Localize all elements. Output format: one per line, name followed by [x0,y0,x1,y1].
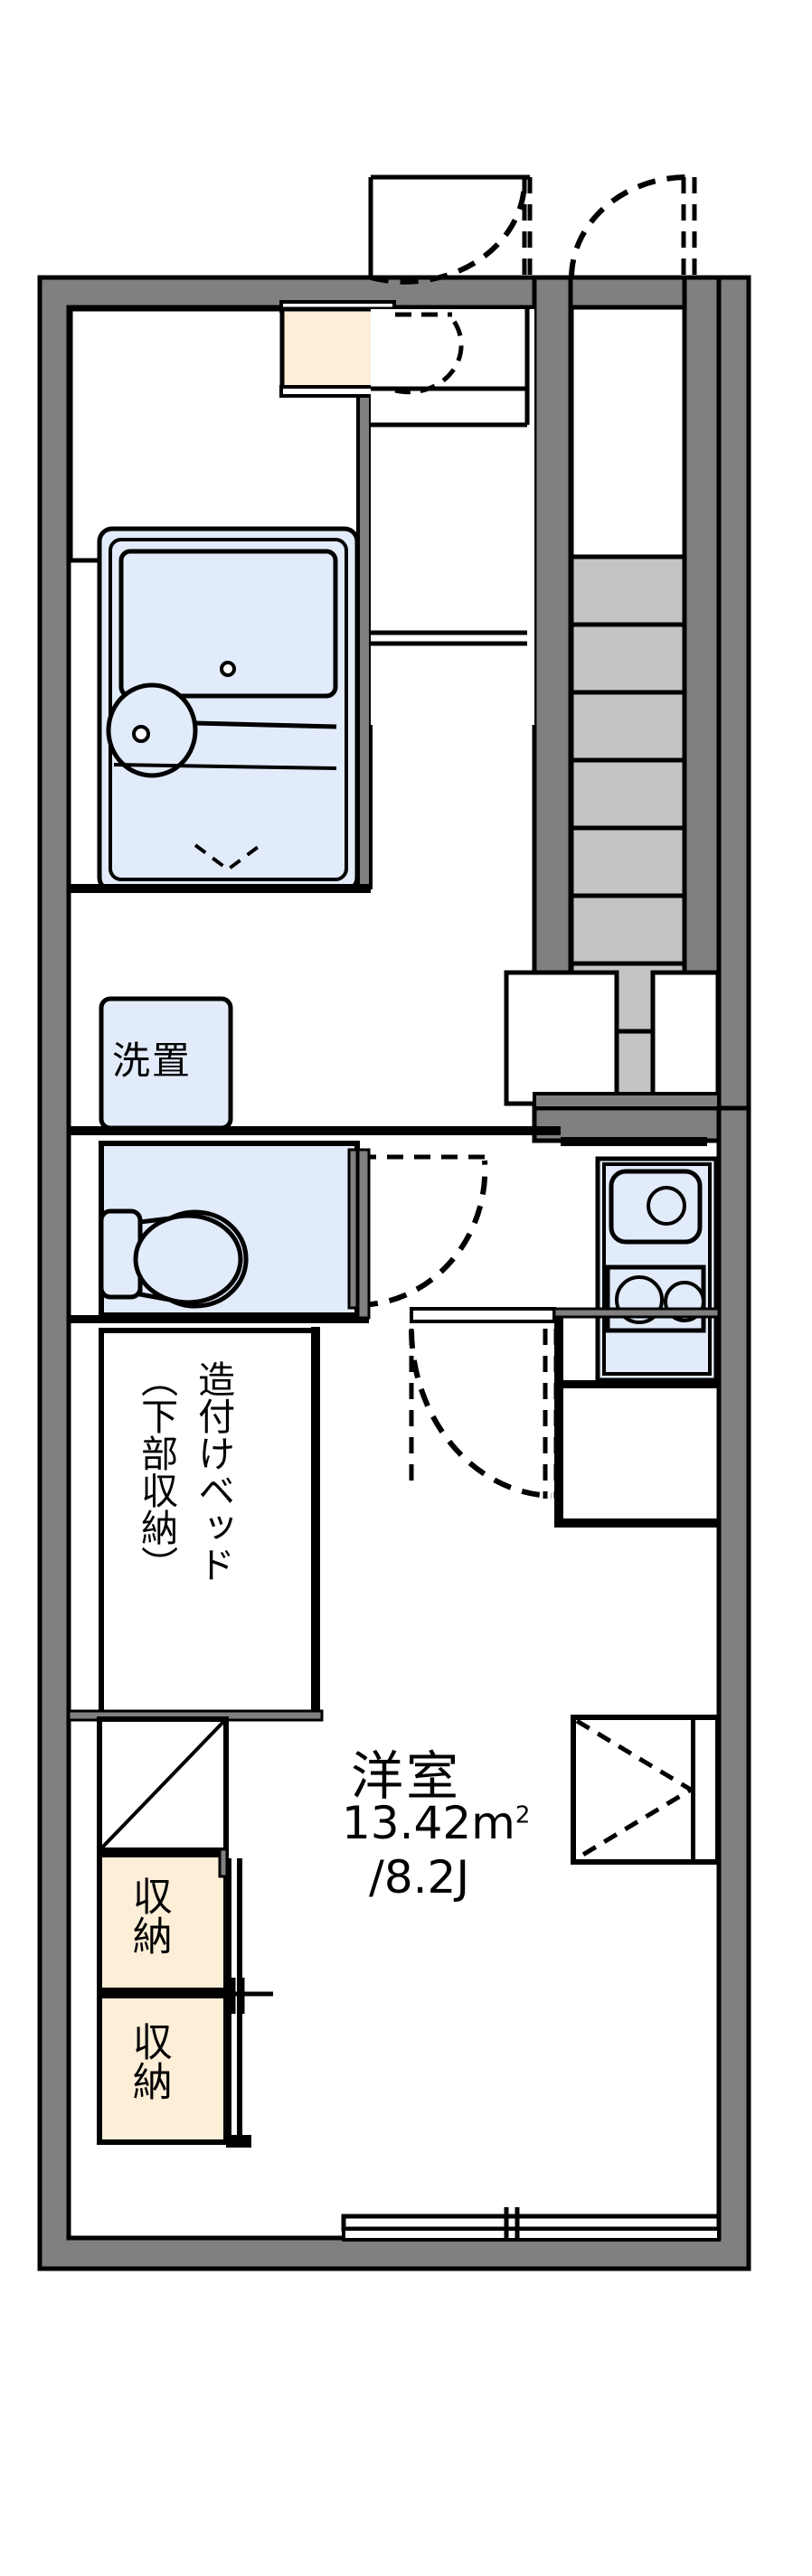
room-name-label: 洋室 [351,1745,462,1807]
bathroom-module [68,306,366,893]
kitchen [560,1137,719,1388]
gas-stove [605,1264,706,1333]
toilet-room [99,1141,360,1318]
room-area-value: 13.42m [342,1797,515,1849]
closet-group [97,1716,273,2148]
washer-label: 洗置 [112,1039,193,1083]
washer-toilet-wall [69,1126,371,1135]
bath-bottom-wall [71,884,371,893]
kitchen-wall-stub [552,1307,721,1319]
stair-access-door [569,174,697,278]
toilet-right-wall [356,1148,371,1320]
window-bottom [341,2207,722,2242]
stair-understorage [504,970,721,1106]
room-area-unit-sup: 2 [515,1801,531,1829]
hallway [371,309,534,725]
room-entry-door [409,1307,717,1528]
room-jo-label: /8.2J [369,1851,470,1904]
closet-lower-label: 収納 [125,2021,172,2101]
bathroom-door [394,312,464,395]
entrance-door [368,174,533,285]
kitchen-hall-wall [369,1126,561,1135]
toilet-door [359,1154,488,1308]
window-right [571,1715,721,1865]
stair-base-wall [533,1092,721,1110]
room-area-label: 13.42m2 [342,1797,530,1849]
builtin-bed-label: 造付けベッド [191,1360,235,1583]
builtin-bed-storage-label: （下部収納） [134,1360,178,1583]
closet-upper-label: 収納 [125,1876,172,1955]
